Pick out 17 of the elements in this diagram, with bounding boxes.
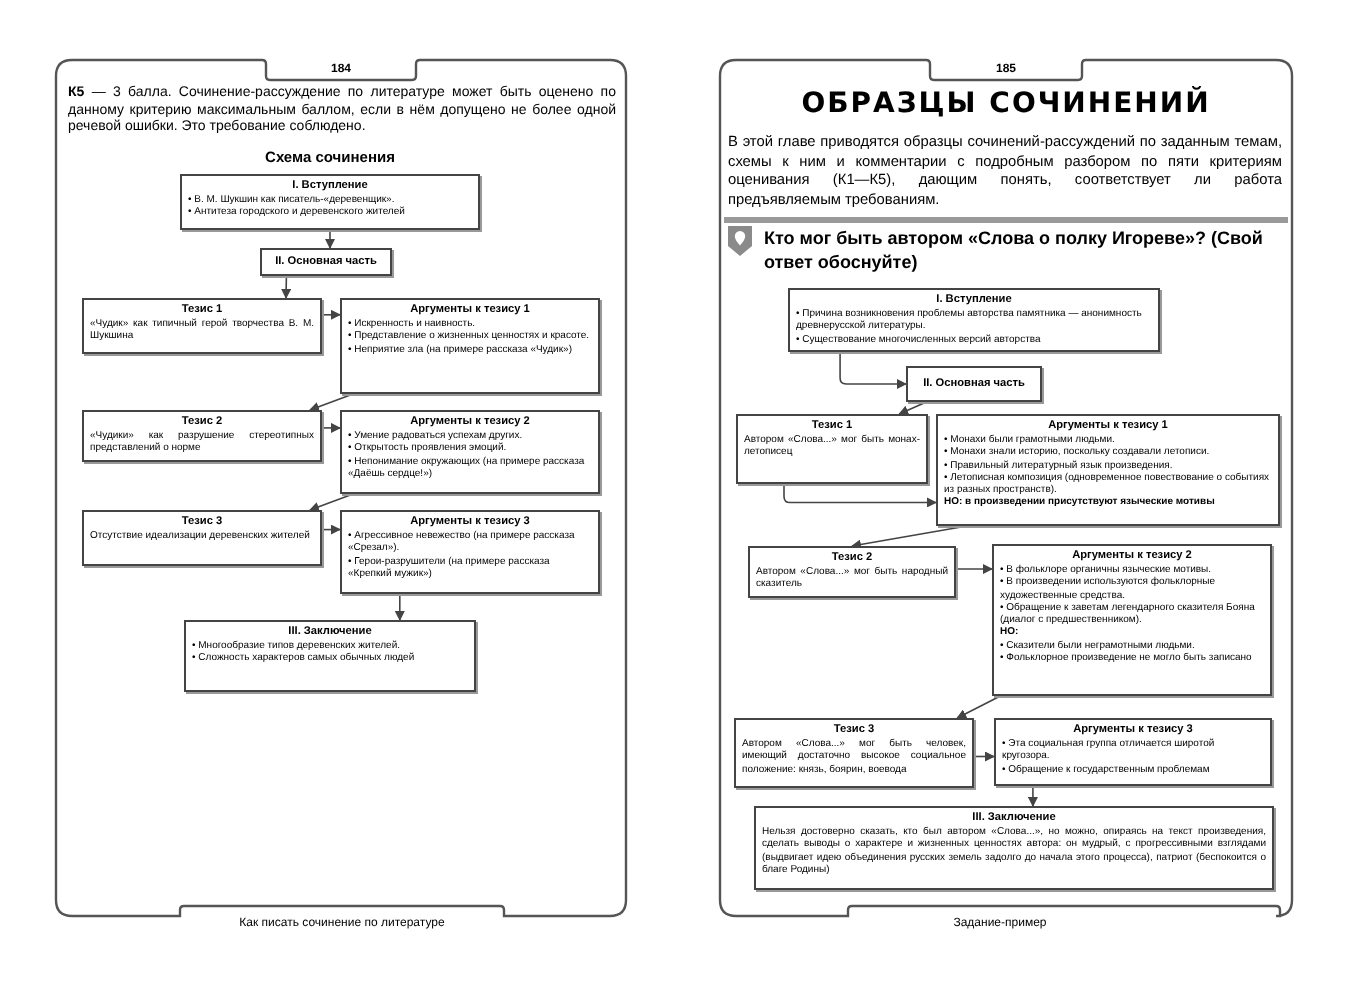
arrow xyxy=(321,422,341,433)
arrow xyxy=(325,229,335,249)
arrow xyxy=(321,309,341,320)
question: Кто мог быть автором «Слова о полку Игореве»? (Свой ответ обоснуйте) xyxy=(764,226,1265,274)
arrow xyxy=(309,393,354,412)
arrow xyxy=(839,351,907,389)
arrow xyxy=(956,695,1002,719)
arrow xyxy=(955,564,993,575)
arrow xyxy=(394,593,405,621)
arrow xyxy=(973,751,995,762)
arrow xyxy=(281,275,292,299)
arrow xyxy=(321,524,341,535)
arrow xyxy=(898,401,928,415)
chapter-title: ОБРАЗЦЫ СОЧИНЕНИЙ xyxy=(799,84,1213,124)
arrow xyxy=(309,493,354,512)
arrow xyxy=(783,483,937,508)
arrow xyxy=(1027,785,1038,807)
